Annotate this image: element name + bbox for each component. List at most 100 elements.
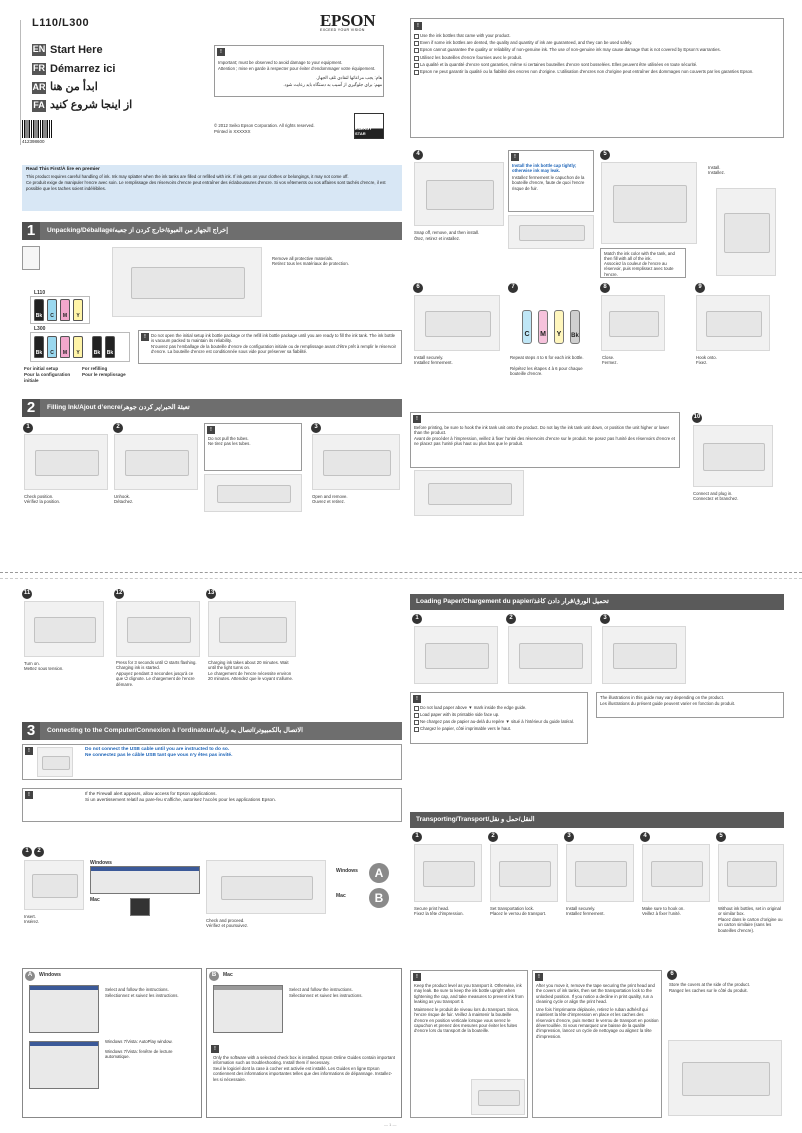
ink-bk-2: Bk	[34, 336, 44, 358]
transport-level-warning: ! Keep the product level as you transpor…	[410, 970, 528, 1118]
vertical-rule-barcode	[20, 20, 21, 145]
illustration-note-fr: Les illustrations du présent guide peuve…	[600, 701, 735, 706]
ink-y-1: Y	[73, 299, 83, 321]
warning-icon: !	[141, 333, 149, 341]
bottle-cap-fr: Installez fermement le capuchon de la bo…	[512, 175, 585, 191]
fill-step-6-illustration	[414, 295, 500, 351]
fill-step-5-fr: Installez.	[708, 170, 725, 175]
lang-badge-fa: FA	[32, 100, 46, 112]
windows-box-title: Windows	[39, 972, 61, 978]
important-legend-box: ! Important; must be observed to avoid d…	[214, 45, 384, 97]
fill-step-5-en: Install.	[708, 165, 721, 170]
fill-step-3-number: 3	[311, 423, 321, 433]
transport-step-3-number: 3	[564, 832, 574, 842]
ink-set-l300	[30, 332, 130, 362]
transport-title: Transporting/Transport/النقل/حمل و نقل	[416, 815, 535, 823]
fill-step-4-fr: Ôtez, retirez et installez.	[414, 236, 461, 241]
important-fa: مهم: براي جلوگيري از آسيب به دستگاه بايد…	[283, 82, 382, 87]
bottle-c: C	[522, 310, 532, 344]
firewall-fr: Si un avertissement relatif au pare-feu …	[85, 797, 276, 802]
important-en: Important; must be observed to avoid dam…	[218, 60, 343, 65]
section-3-number: 3	[22, 722, 40, 740]
load-step-2-illustration	[508, 626, 592, 684]
fill-step-10-illustration	[693, 425, 773, 487]
ink-c-1: C	[47, 299, 57, 321]
windows-installer-screen	[29, 985, 99, 1033]
read-first-title: Read This First/À lire en premier	[26, 167, 100, 172]
mac-instructions-box: B Mac Select and follow the instructions…	[206, 968, 402, 1118]
unpack-warning-en: Do not open the initial setup ink bottle…	[151, 333, 396, 344]
keep-level-en: Keep the product level as you transport …	[414, 983, 524, 1005]
fill-step-9-en: Hook onto.	[696, 355, 717, 360]
note-fr-2: La qualité et la quantité d’encre sont g…	[414, 62, 780, 69]
transport-step-4-fr: Veillez à fixer l’unité.	[642, 911, 681, 916]
loading-paper-title: Loading Paper/Chargement du papier/تحميل…	[416, 597, 609, 605]
fill-step-7-fr: Répétez les étapes 4 à 6 pour chaque bou…	[510, 366, 583, 377]
usb-cable-illustration	[37, 747, 73, 777]
fill-step-1-en: Check position.	[24, 494, 54, 499]
read-first-band: Read This First/À lire en premier This p…	[22, 165, 402, 211]
firewall-note: ! If the Firewall alert appears, allow a…	[22, 788, 402, 822]
note-fr-3: Epson ne peut garantir la qualité ou la …	[414, 69, 780, 76]
bottle-cap-illustration	[508, 215, 594, 249]
mac-installer-screen	[213, 985, 283, 1033]
fill-step-5-illustration	[601, 162, 697, 244]
lang-badge-fr: FR	[32, 63, 46, 75]
section-1-number: 1	[22, 222, 40, 240]
transport-step-5-fr: Placez dans le carton d’origine ou un ca…	[718, 917, 783, 933]
after-move-en: After you move it, remove the tape secur…	[536, 983, 655, 1005]
fill-step-8-en: Close.	[602, 355, 615, 360]
unpack-remove-fr: Retirez tous les matériaux de protection…	[272, 261, 349, 266]
copyright: © 2012 Seiko Epson Corporation. All righ…	[214, 123, 315, 128]
transport-step-5-illustration	[718, 844, 784, 902]
fill-step-1-illustration	[24, 434, 108, 490]
match-color-note: Match the ink color with the tank, and t…	[600, 248, 686, 278]
fill-step-12-illustration	[116, 601, 200, 657]
transport-step-2-number: 2	[488, 832, 498, 842]
level-warning-icon: !	[413, 415, 421, 423]
insert-en: Insert.	[24, 914, 36, 919]
after-move-warning: ! After you move it, remove the tape sec…	[532, 970, 662, 1118]
keep-level-illustration	[471, 1079, 525, 1115]
mac-install-icon	[130, 898, 150, 916]
bottle-cap-en: Install the ink bottle cap tightly; othe…	[512, 163, 577, 174]
transport-warning-icon: !	[413, 973, 421, 981]
fill-step-9-fr: Fixez.	[696, 360, 708, 365]
title-fa: از اينجا شروع كنيد	[50, 99, 133, 111]
ink-m-1: M	[60, 299, 70, 321]
initial-setup-fr: Pour la configuration initiale	[24, 372, 71, 383]
barcode-number: 412398600	[22, 139, 45, 144]
model-name: L110/L300	[32, 17, 90, 29]
check-proceed-fr: Vérifiez et poursuivez.	[206, 923, 249, 928]
windows-follow-fr: Sélectionnez et suivez les instructions.	[105, 993, 179, 998]
mac-label-1: Mac	[90, 897, 100, 903]
autoplay-en: Windows 7/Vista: AutoPlay window.	[105, 1039, 173, 1044]
after-move-icon: !	[535, 973, 543, 981]
ink-bk-3: Bk	[92, 336, 102, 358]
genuine-ink-notes: ! Use the ink bottles that came with you…	[410, 18, 784, 138]
keep-level-fr: Maintenez le produit de niveau lors du t…	[414, 1007, 520, 1034]
transport-step-1-en: Secure print head.	[414, 906, 450, 911]
fill-step-5-number: 5	[600, 150, 610, 160]
energy-star-text: ENERGY STAR	[355, 126, 372, 136]
online-guides-fr: Seul le logiciel dont la case à cocher e…	[213, 1066, 393, 1082]
os-a-badge-2: A	[25, 971, 35, 981]
store-covers-illustration	[668, 1040, 782, 1116]
fill-step-3-illustration	[312, 434, 400, 490]
read-first-fr: Ce produit exige de manipuler l’encre av…	[26, 180, 386, 191]
fill-step-1-number: 1	[23, 423, 33, 433]
unpack-warning-box: ! Do not open the initial setup ink bott…	[138, 330, 402, 364]
fill-step-12-number: 12	[114, 589, 124, 599]
usb-warning-box: ! Do not connect the USB cable until you…	[22, 744, 402, 780]
brand-name: EPSON	[320, 11, 376, 30]
fill-step-3-fr: Ouvrez et retirez.	[312, 499, 345, 504]
fill-step-13-fr: Le chargement de l’encre nécessite envir…	[208, 671, 294, 682]
fill-step-3-en: Open and remove.	[312, 494, 348, 499]
fold-line-2	[0, 578, 802, 579]
bottle-m: M	[538, 310, 548, 344]
bottle-cap-icon: !	[511, 153, 519, 161]
level-warning-en: Before printing, be sure to hook the ink…	[414, 425, 670, 436]
brand-tagline: EXCEED YOUR VISION	[320, 28, 365, 32]
fill-step-6-number: 6	[413, 283, 423, 293]
important-fr: Attention ; mise en garde à respecter po…	[218, 66, 376, 71]
